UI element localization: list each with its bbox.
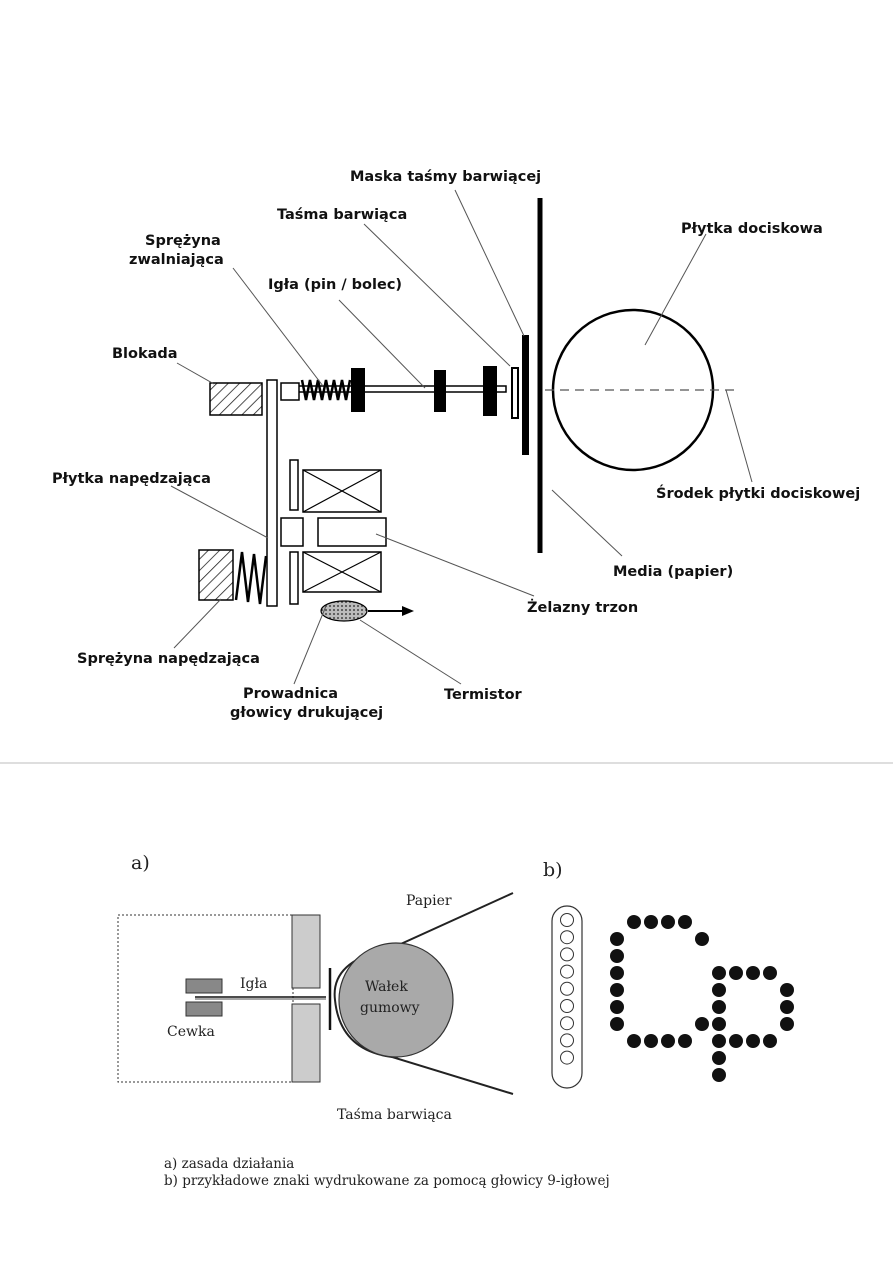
- printed-dot: [712, 983, 726, 997]
- printed-dot: [763, 966, 777, 980]
- printed-dot: [695, 1017, 709, 1031]
- pin-guide-1: [351, 368, 365, 412]
- label-platen: Płytka dociskowa: [681, 221, 823, 237]
- ribbon-mask: [522, 335, 529, 455]
- caption-a: a) zasada działania: [164, 1156, 294, 1172]
- label-roller-2: gumowy: [360, 1000, 420, 1016]
- printed-dot: [712, 1017, 726, 1031]
- printed-dot: [610, 949, 624, 963]
- coil-top: [185, 978, 223, 994]
- guide-rail-upper: [289, 459, 299, 511]
- thermistor-arrowhead: [402, 606, 414, 616]
- head-plate-lower: [291, 1003, 321, 1083]
- iron-core: [317, 517, 387, 547]
- pin-hole: [560, 981, 574, 996]
- printed-dot: [695, 932, 709, 946]
- printed-dot: [712, 1068, 726, 1082]
- label-iron-core: Żelazny trzon: [527, 599, 638, 616]
- label-needle: Igła: [240, 976, 267, 992]
- pin-hole: [560, 1033, 574, 1048]
- printed-dot: [729, 966, 743, 980]
- pin-guide-2: [434, 370, 446, 412]
- label-ribbon: Taśma barwiąca: [337, 1107, 452, 1123]
- printed-dot: [780, 1017, 794, 1031]
- label-guide-2: głowicy drukującej: [230, 705, 383, 721]
- principle-diagram: a) b) Papier Igła Wałek gumowy Cewka Taś…: [117, 852, 794, 1189]
- caption-b: b) przykładowe znaki wydrukowane za pomo…: [164, 1173, 610, 1189]
- printed-dot: [780, 983, 794, 997]
- nine-pin-column: [551, 905, 583, 1089]
- pin-hole: [560, 930, 574, 945]
- label-pin: Igła (pin / bolec): [268, 277, 402, 293]
- printed-dot: [780, 1000, 794, 1014]
- printed-dot: [712, 1000, 726, 1014]
- drive-spring-block: [198, 549, 234, 601]
- thermistor: [320, 600, 368, 622]
- label-driving-plate: Płytka napędzająca: [52, 471, 211, 487]
- lock-block: [209, 382, 263, 416]
- head-plate-upper: [291, 914, 321, 989]
- printed-dot: [712, 966, 726, 980]
- label-roller-1: Wałek: [365, 979, 408, 995]
- rubber-roller: [338, 942, 454, 1058]
- pin-hole: [560, 947, 574, 962]
- pin-hole: [560, 964, 574, 979]
- release-spring: [300, 379, 352, 401]
- printed-dot: [627, 1034, 641, 1048]
- label-platen-center: Środek płytki dociskowej: [656, 484, 860, 502]
- printed-dot: [746, 1034, 760, 1048]
- printed-dot: [712, 1034, 726, 1048]
- pin-hole: [560, 913, 574, 927]
- printed-dot: [610, 1017, 624, 1031]
- print-head-housing: [117, 914, 294, 1083]
- label-guide-1: Prowadnica: [243, 686, 338, 702]
- printed-dot: [627, 915, 641, 929]
- label-ink-ribbon: Taśma barwiąca: [277, 207, 407, 223]
- printed-dot: [763, 1034, 777, 1048]
- armature-small: [280, 517, 304, 547]
- label-coil: Cewka: [167, 1024, 215, 1040]
- printed-dot: [678, 915, 692, 929]
- label-part-a: a): [131, 852, 150, 874]
- pin-hole: [560, 999, 574, 1013]
- printed-letters-cp: [610, 915, 794, 1082]
- driving-plate: [266, 379, 278, 607]
- label-thermistor: Termistor: [444, 687, 523, 703]
- coil-bottom: [185, 1001, 223, 1017]
- coil-upper: [302, 469, 382, 513]
- pin-head-block: [280, 382, 300, 401]
- printed-dot: [610, 966, 624, 980]
- label-part-b: b): [543, 859, 563, 881]
- label-release-spring-2: zwalniająca: [129, 252, 224, 268]
- printed-dot: [712, 1051, 726, 1065]
- coil-lower: [302, 551, 382, 593]
- pin-hole: [560, 1016, 574, 1031]
- printed-dot: [746, 966, 760, 980]
- label-paper: Papier: [406, 893, 452, 909]
- drive-spring: [234, 551, 268, 605]
- label-release-spring-1: Sprężyna: [145, 233, 221, 249]
- printed-dot: [610, 932, 624, 946]
- printed-dot: [661, 915, 675, 929]
- pin-hole: [560, 1050, 574, 1065]
- label-lock: Blokada: [112, 346, 178, 362]
- label-drive-spring: Sprężyna napędzająca: [77, 651, 260, 667]
- printed-dot: [610, 983, 624, 997]
- leader-lines: [170, 189, 753, 685]
- label-ribbon-mask: Maska taśmy barwiącej: [350, 169, 541, 185]
- printed-dot: [678, 1034, 692, 1048]
- ink-ribbon: [511, 367, 519, 419]
- printed-dot: [610, 1000, 624, 1014]
- label-media: Media (papier): [613, 564, 733, 580]
- pin-guide-3: [483, 366, 497, 416]
- printed-dot: [661, 1034, 675, 1048]
- guide-rail-lower: [289, 551, 299, 605]
- printed-dot: [729, 1034, 743, 1048]
- dot-matrix-mechanism-diagram: Maska taśmy barwiącej Taśma barwiąca Spr…: [52, 169, 860, 721]
- pin-holes: [560, 913, 574, 1065]
- printed-dot: [644, 1034, 658, 1048]
- printed-dot: [644, 915, 658, 929]
